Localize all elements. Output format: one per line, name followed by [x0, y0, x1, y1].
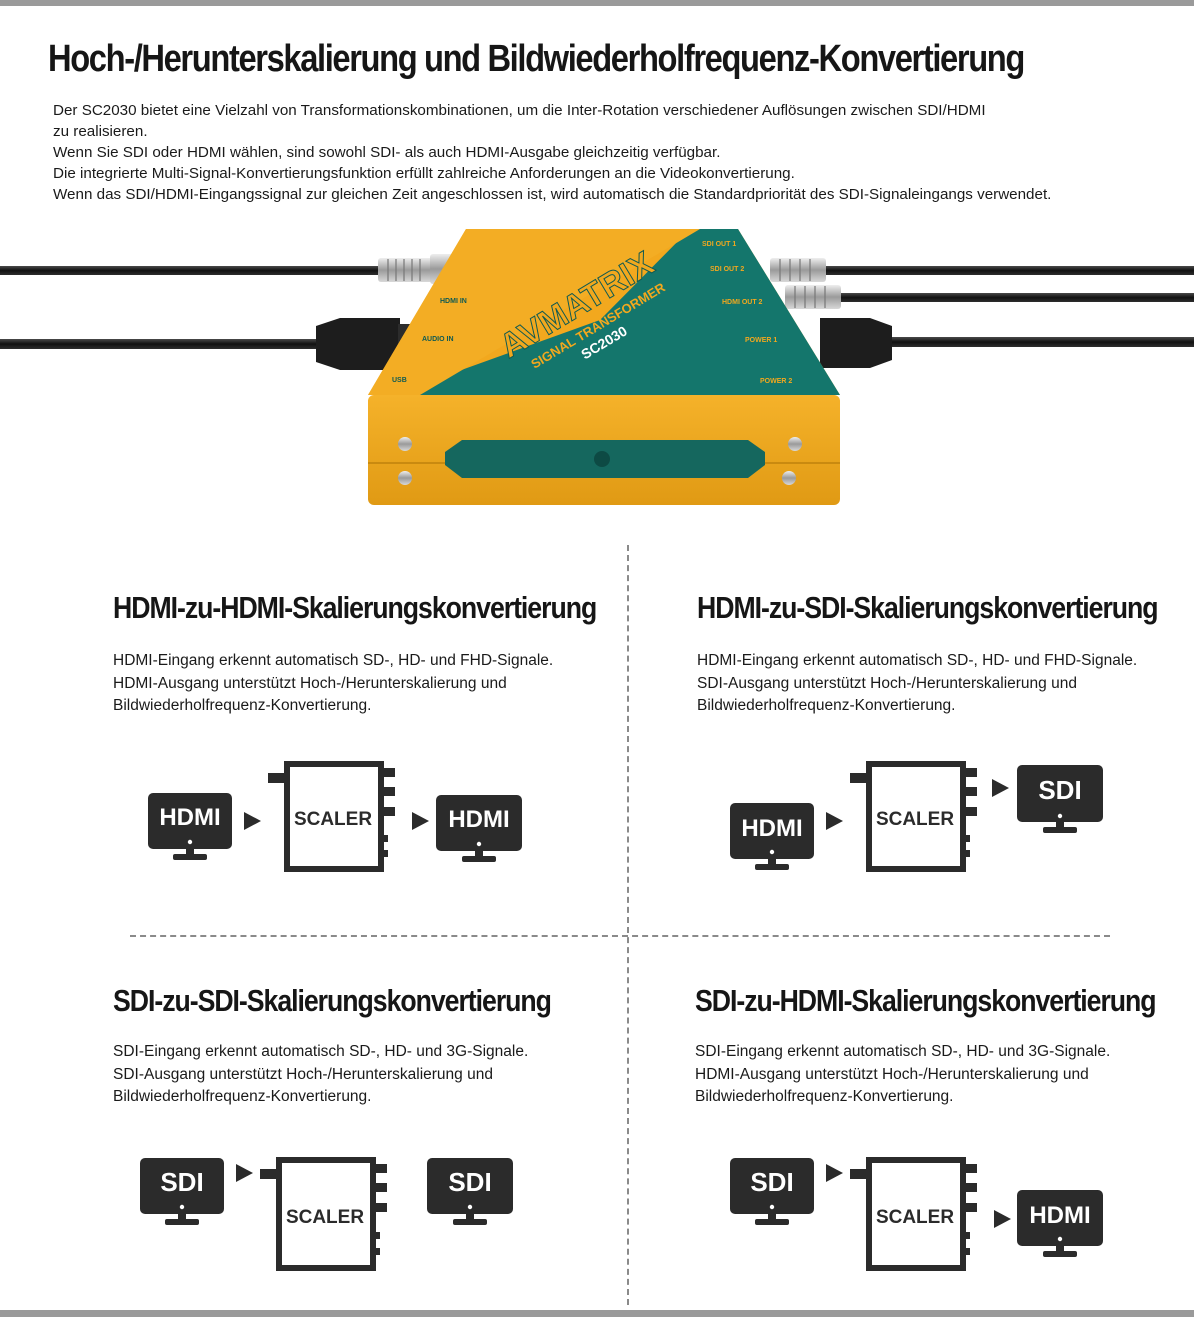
quadrant-title: SDI-zu-SDI-Skalierungskonvertierung [113, 983, 552, 1018]
divider-vertical [627, 545, 629, 1305]
monitor-icon: SDI [140, 1158, 224, 1225]
monitor-label: HDMI [159, 804, 220, 831]
description-line: HDMI-Eingang erkennt automatisch SD-, HD… [113, 652, 554, 669]
scaler-icon: SCALER [850, 1157, 977, 1271]
scaler-label: SCALER [294, 809, 372, 830]
description-line: HDMI-Ausgang unterstützt Hoch-/Herunters… [695, 1065, 1089, 1083]
intro-line: Der SC2030 bietet eine Vielzahl von Tran… [53, 102, 986, 119]
intro-text: Der SC2030 bietet eine Vielzahl von Tran… [53, 100, 1153, 205]
quadrant-title: HDMI-zu-HDMI-Skalierungskonvertierung [113, 590, 597, 625]
description-line: SDI-Eingang erkennt automatisch SD-, HD-… [113, 1043, 529, 1060]
description-line: SDI-Ausgang unterstützt Hoch-/Heruntersk… [697, 674, 1077, 692]
diagram-sdi-to-hdmi: SDI SCALER HDMI [730, 1157, 1103, 1271]
scaler-label: SCALER [876, 809, 954, 830]
quadrant-sdi-to-sdi: SDI-zu-SDI-Skalierungskonvertierung SDI-… [113, 983, 613, 1105]
monitor-label: SDI [160, 1167, 203, 1197]
description-line: Bildwiederholfrequenz-Konvertierung. [697, 697, 956, 714]
diagram-hdmi-to-hdmi: HDMI SCALER HDMI [148, 761, 522, 872]
quadrant-description: HDMI-Eingang erkennt automatisch SD-, HD… [697, 650, 1137, 718]
scaler-icon: SCALER [268, 761, 395, 872]
monitor-icon: SDI [730, 1158, 814, 1225]
monitor-icon: SDI [427, 1158, 513, 1225]
monitor-label: HDMI [741, 815, 802, 842]
description-line: Bildwiederholfrequenz-Konvertierung. [113, 1088, 372, 1105]
scaler-icon: SCALER [260, 1157, 387, 1271]
arrow-right-icon [992, 779, 1009, 797]
description-line: HDMI-Ausgang unterstützt Hoch-/Herunters… [113, 674, 507, 692]
description-line: SDI-Ausgang unterstützt Hoch-/Heruntersk… [113, 1065, 493, 1083]
monitor-icon: SDI [1017, 765, 1103, 833]
cable-right-sdi-1 [770, 258, 1194, 282]
quadrant-description: HDMI-Eingang erkennt automatisch SD-, HD… [113, 650, 553, 718]
quadrant-hdmi-to-hdmi: HDMI-zu-HDMI-Skalierungskonvertierung HD… [113, 590, 613, 714]
device-body [368, 229, 840, 505]
diagram-hdmi-to-sdi: HDMI SCALER SDI [730, 761, 1103, 872]
intro-line: Die integrierte Multi-Signal-Konvertieru… [53, 165, 795, 182]
description-line: Bildwiederholfrequenz-Konvertierung. [113, 697, 372, 714]
cable-left-sdi [0, 254, 454, 284]
description-line: HDMI-Eingang erkennt automatisch SD-, HD… [697, 652, 1138, 669]
scaler-label: SCALER [286, 1207, 364, 1228]
cable-right-sdi-2 [785, 285, 1194, 309]
page-title: Hoch-/Herunterskalierung und Bildwiederh… [48, 38, 1025, 80]
diagram-sdi-to-sdi: SDI SCALER SDI [140, 1157, 513, 1271]
cable-left-hdmi [0, 318, 414, 370]
arrow-right-icon [236, 1164, 253, 1182]
port-label-sdi-out-1: SDI OUT 1 [702, 241, 736, 248]
product-image-sc2030: AVMATRIX SIGNAL TRANSFORMER SC2030 HDMI … [0, 229, 1194, 505]
description-line: Bildwiederholfrequenz-Konvertierung. [695, 1088, 954, 1105]
quadrant-hdmi-to-sdi: HDMI-zu-SDI-Skalierungskonvertierung HDM… [697, 590, 1194, 714]
port-label-hdmi-in: HDMI IN [440, 298, 467, 305]
monitor-icon: HDMI [1017, 1190, 1103, 1257]
port-label-sdi-out-2: SDI OUT 2 [710, 266, 744, 273]
monitor-label: SDI [1038, 775, 1081, 805]
quadrant-title: SDI-zu-HDMI-Skalierungskonvertierung [695, 983, 1157, 1018]
monitor-label: HDMI [448, 806, 509, 833]
intro-line: Wenn das SDI/HDMI-Eingangssignal zur gle… [53, 186, 1052, 203]
arrow-right-icon [244, 812, 261, 830]
arrow-right-icon [826, 1164, 843, 1182]
description-line: SDI-Eingang erkennt automatisch SD-, HD-… [695, 1043, 1111, 1060]
quadrant-description: SDI-Eingang erkennt automatisch SD-, HD-… [113, 1041, 528, 1109]
quadrant-description: SDI-Eingang erkennt automatisch SD-, HD-… [695, 1041, 1110, 1109]
arrow-right-icon [412, 812, 429, 830]
intro-line: Wenn Sie SDI oder HDMI wählen, sind sowo… [53, 144, 721, 161]
monitor-icon: HDMI [436, 795, 522, 862]
quadrant-title: HDMI-zu-SDI-Skalierungskonvertierung [697, 590, 1159, 625]
monitor-label: HDMI [1029, 1202, 1090, 1229]
arrow-right-icon [994, 1210, 1011, 1228]
scaler-label: SCALER [876, 1207, 954, 1228]
port-label-power-1: POWER 1 [745, 337, 777, 344]
monitor-label: SDI [750, 1167, 793, 1197]
divider-horizontal [130, 935, 1110, 937]
monitor-icon: HDMI [730, 803, 814, 870]
scaler-icon: SCALER [850, 761, 977, 872]
port-label-audio-in: AUDIO IN [422, 336, 454, 343]
cable-right-hdmi [820, 318, 1194, 368]
port-label-power-2: POWER 2 [760, 378, 792, 385]
port-label-usb: USB [392, 377, 407, 384]
bottom-border [0, 1310, 1194, 1317]
intro-line: zu realisieren. [53, 123, 148, 140]
port-label-hdmi-out-2: HDMI OUT 2 [722, 299, 763, 306]
arrow-right-icon [826, 812, 843, 830]
top-border [0, 0, 1194, 6]
monitor-icon: HDMI [148, 793, 232, 860]
quadrant-sdi-to-hdmi: SDI-zu-HDMI-Skalierungskonvertierung SDI… [695, 983, 1194, 1105]
monitor-label: SDI [448, 1167, 491, 1197]
